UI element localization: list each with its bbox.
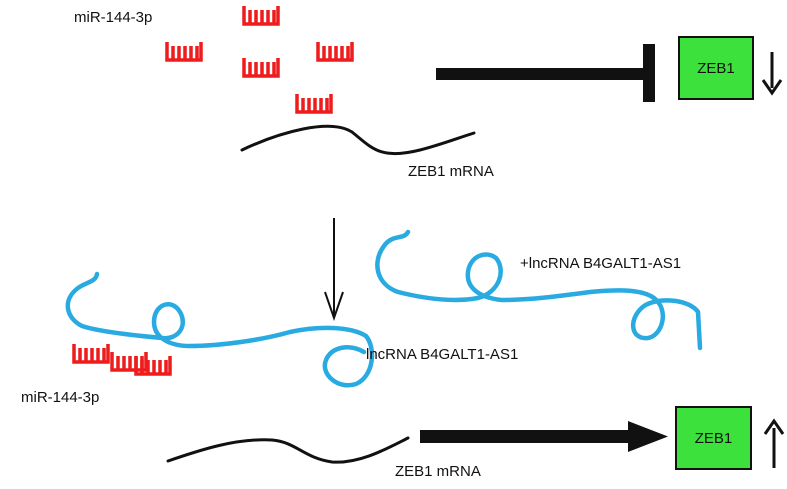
inhibition-icon xyxy=(436,44,655,102)
top-zeb1-box: ZEB1 xyxy=(678,36,754,100)
bound-lncrna-strand xyxy=(65,271,375,388)
top-zeb1-mrna-strand xyxy=(240,124,476,156)
transition-arrow-icon xyxy=(324,218,344,322)
mirna-strand-icon xyxy=(242,56,280,78)
arrow-up-icon xyxy=(763,418,785,468)
mirna-strand-icon xyxy=(72,342,110,364)
mirna-strand-icon xyxy=(165,40,203,62)
free-lncrna-strand xyxy=(375,229,703,351)
lncrna-added-label: +lncRNA B4GALT1-AS1 xyxy=(520,255,682,272)
bottom-zeb1-box: ZEB1 xyxy=(675,406,752,470)
activation-arrow-icon xyxy=(420,421,668,452)
top-mirna-label: miR-144-3p xyxy=(74,9,153,26)
bottom-mirna-label: miR-144-3p xyxy=(21,389,100,406)
top-mrna-label: ZEB1 mRNA xyxy=(408,163,494,180)
mirna-strand-icon xyxy=(295,92,333,114)
mirna-strand-icon xyxy=(316,40,354,62)
arrow-down-icon xyxy=(761,52,783,96)
bottom-panel-mirna-group xyxy=(72,342,172,376)
bottom-mrna-label: ZEB1 mRNA xyxy=(395,463,481,480)
lncrna-bound-label: lncRNA B4GALT1-AS1 xyxy=(366,346,519,363)
bottom-zeb1-mrna-strand xyxy=(166,436,410,464)
mirna-strand-icon xyxy=(242,4,280,26)
top-panel-mirna-group xyxy=(165,4,354,114)
